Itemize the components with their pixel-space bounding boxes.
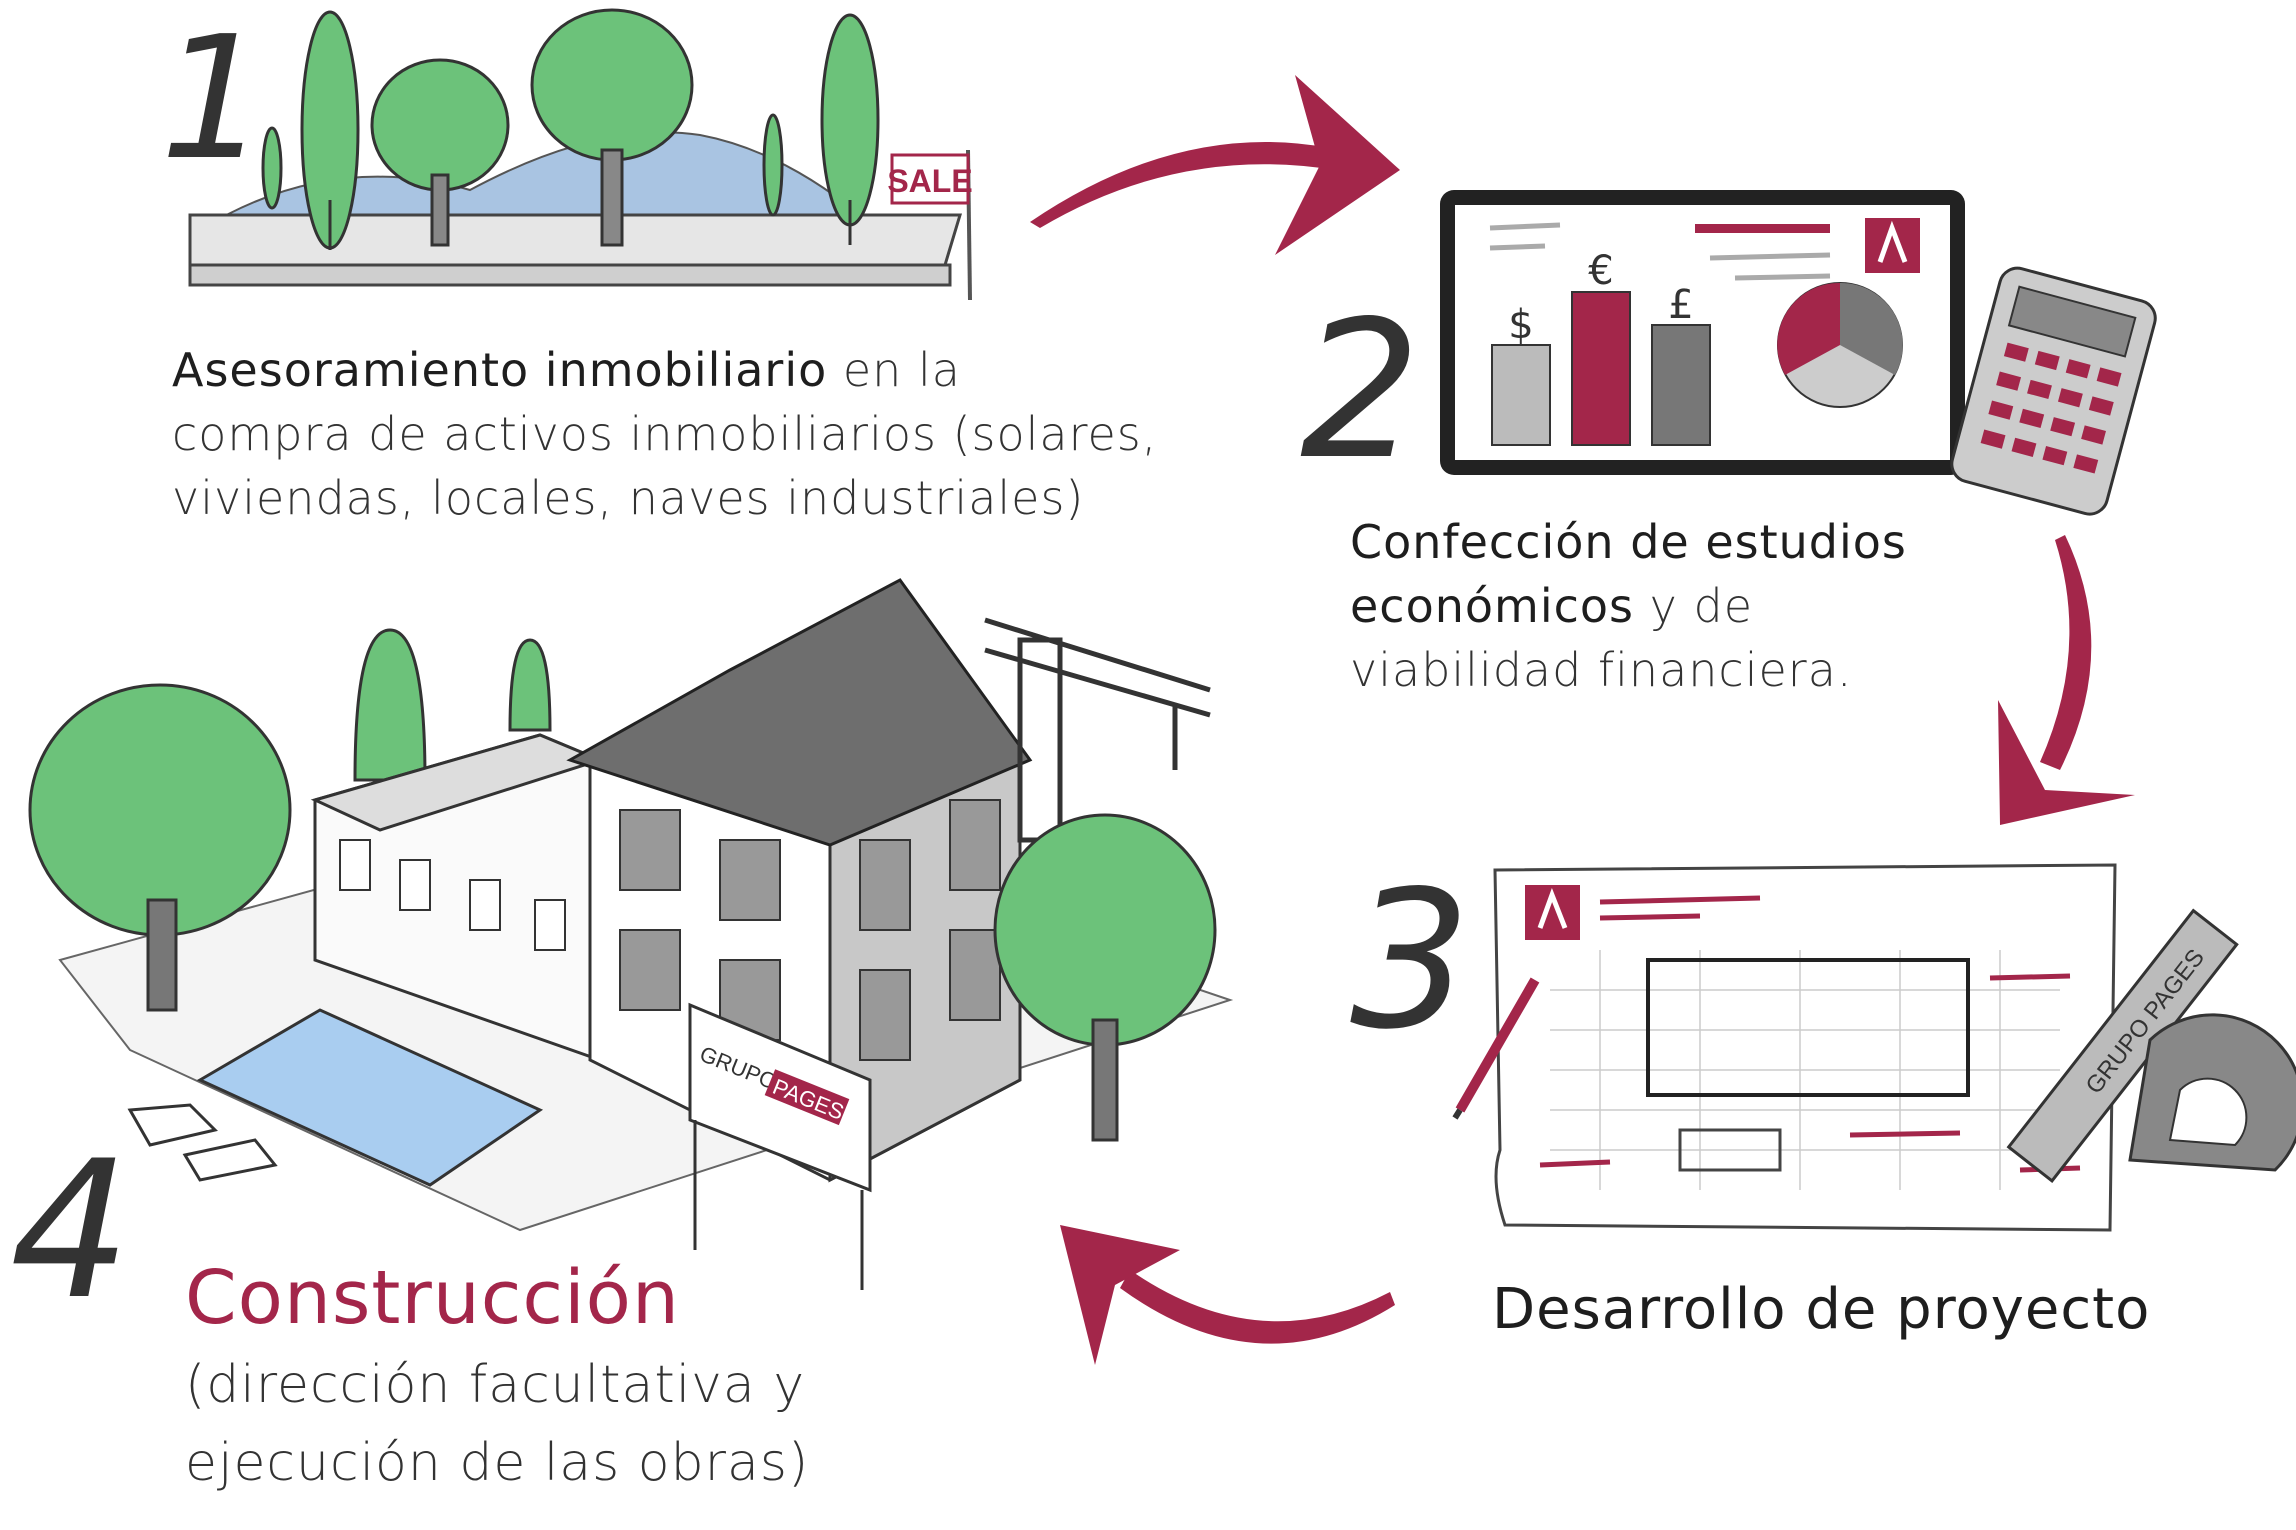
step1-line3: viviendas, locales, naves industriales) [172, 471, 1085, 525]
step1-description: Asesoramiento inmobiliario en la compra … [172, 338, 1157, 530]
arrow-step3-to-step4 [1060, 1225, 1395, 1365]
bar-dollar [1491, 344, 1551, 446]
construction-illustration: GRUPO PAGES [28, 578, 1234, 1290]
step2-title-line1: Confección de estudios [1350, 515, 1907, 569]
step4-line3: ejecución de las obras) [185, 1433, 810, 1493]
crane [984, 617, 1211, 843]
sale-sign-label: SALE [887, 163, 972, 199]
bar-pound [1651, 324, 1711, 446]
step-number-3: 3 [1350, 850, 1471, 1071]
step2-line3: viabilidad financiera. [1350, 643, 1853, 697]
sale-sign: SALE [887, 149, 973, 301]
blueprint-illustration [1493, 863, 2117, 1232]
pie-chart [1777, 282, 1903, 408]
step1-line2: compra de activos inmobiliarios (solares… [172, 407, 1158, 461]
bar-euro [1571, 291, 1631, 446]
currency-pound: £ [1668, 282, 1693, 328]
tablet-chart-illustration: $ € £ [1440, 190, 1965, 475]
step4-title: Construcción [185, 1255, 680, 1341]
step2-description: Confección de estudios económicos y de v… [1350, 510, 1907, 702]
tree-icon [261, 8, 880, 250]
currency-dollar: $ [1508, 302, 1533, 348]
calculator-icon [1950, 266, 2157, 516]
step-number-1: 1 [160, 0, 269, 198]
currency-euro: € [1588, 248, 1613, 294]
arrow-step2-to-step3 [1998, 535, 2135, 825]
protractor-icon [2128, 1013, 2296, 1172]
step2-title-line2: económicos [1350, 579, 1635, 633]
pencil-icon [1452, 977, 1540, 1120]
step4-description: Construcción (dirección facultativa y ej… [185, 1250, 809, 1502]
step2-line2-rest: y de [1634, 579, 1753, 633]
land-plot-illustration [188, 131, 963, 287]
step1-title: Asesoramiento inmobiliario [172, 343, 828, 397]
step4-line2: (dirección facultativa y [185, 1355, 806, 1415]
roof [566, 578, 1033, 847]
grupo-pages-sign: GRUPO PAGES [688, 1002, 872, 1290]
step-number-4: 4 [10, 1120, 131, 1341]
arrow-step1-to-step2 [1030, 75, 1400, 255]
step3-description: Desarrollo de proyecto [1492, 1275, 2150, 1345]
step3-title: Desarrollo de proyecto [1492, 1277, 2151, 1342]
step-number-2: 2 [1300, 280, 1421, 501]
pool [196, 1008, 544, 1187]
step1-line1-rest: en la [827, 343, 961, 397]
